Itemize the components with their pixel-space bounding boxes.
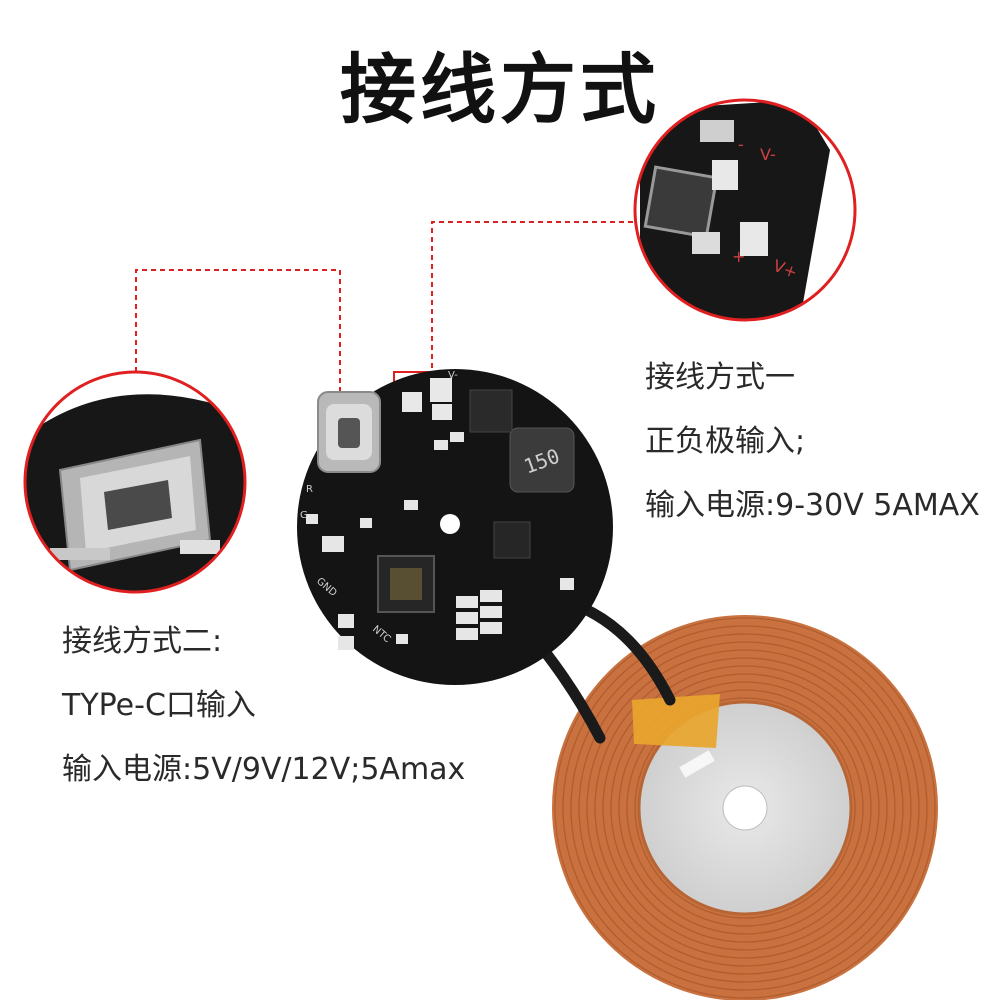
method2-port: TYPe-C口输入 <box>62 688 256 723</box>
zoom-circle-typec: - <box>23 370 247 594</box>
coil-assembly <box>552 615 938 1000</box>
power-inductor <box>509 427 575 493</box>
coil-tape <box>632 694 720 748</box>
board-label-r: R <box>306 484 313 495</box>
page-title: 接线方式 <box>340 45 660 134</box>
guide-line-terminal <box>431 221 640 368</box>
coil-center-hole <box>722 785 768 831</box>
method1-polarity: 正负极输入; <box>645 424 806 459</box>
board-label-g: G <box>300 510 308 521</box>
mount-hole <box>440 514 460 534</box>
pcb-board: 150 R G GND NTC V- <box>297 369 613 685</box>
method2-power-spec: 输入电源:5V/9V/12V;5Amax <box>62 752 466 787</box>
guide-line-typec <box>135 269 341 392</box>
input-pad-minus <box>402 392 422 412</box>
zoom-circle-terminals: V- V+ - + <box>633 98 857 322</box>
driver-chip <box>493 521 531 559</box>
method1-power-spec: 输入电源:9-30V 5AMAX <box>645 488 980 523</box>
zoom-label-minus: - <box>738 135 744 154</box>
input-pad-plus <box>430 378 452 402</box>
zoom-label-plus: + <box>732 247 745 266</box>
method2-heading: 接线方式二: <box>62 624 223 659</box>
guide-lines <box>135 221 640 392</box>
regulator-chip <box>469 389 513 433</box>
svg-text:-: - <box>40 396 47 417</box>
method1-heading: 接线方式一 <box>645 360 795 395</box>
board-label-vminus: V- <box>448 370 458 381</box>
zoom-label-vminus: V- <box>760 145 776 164</box>
